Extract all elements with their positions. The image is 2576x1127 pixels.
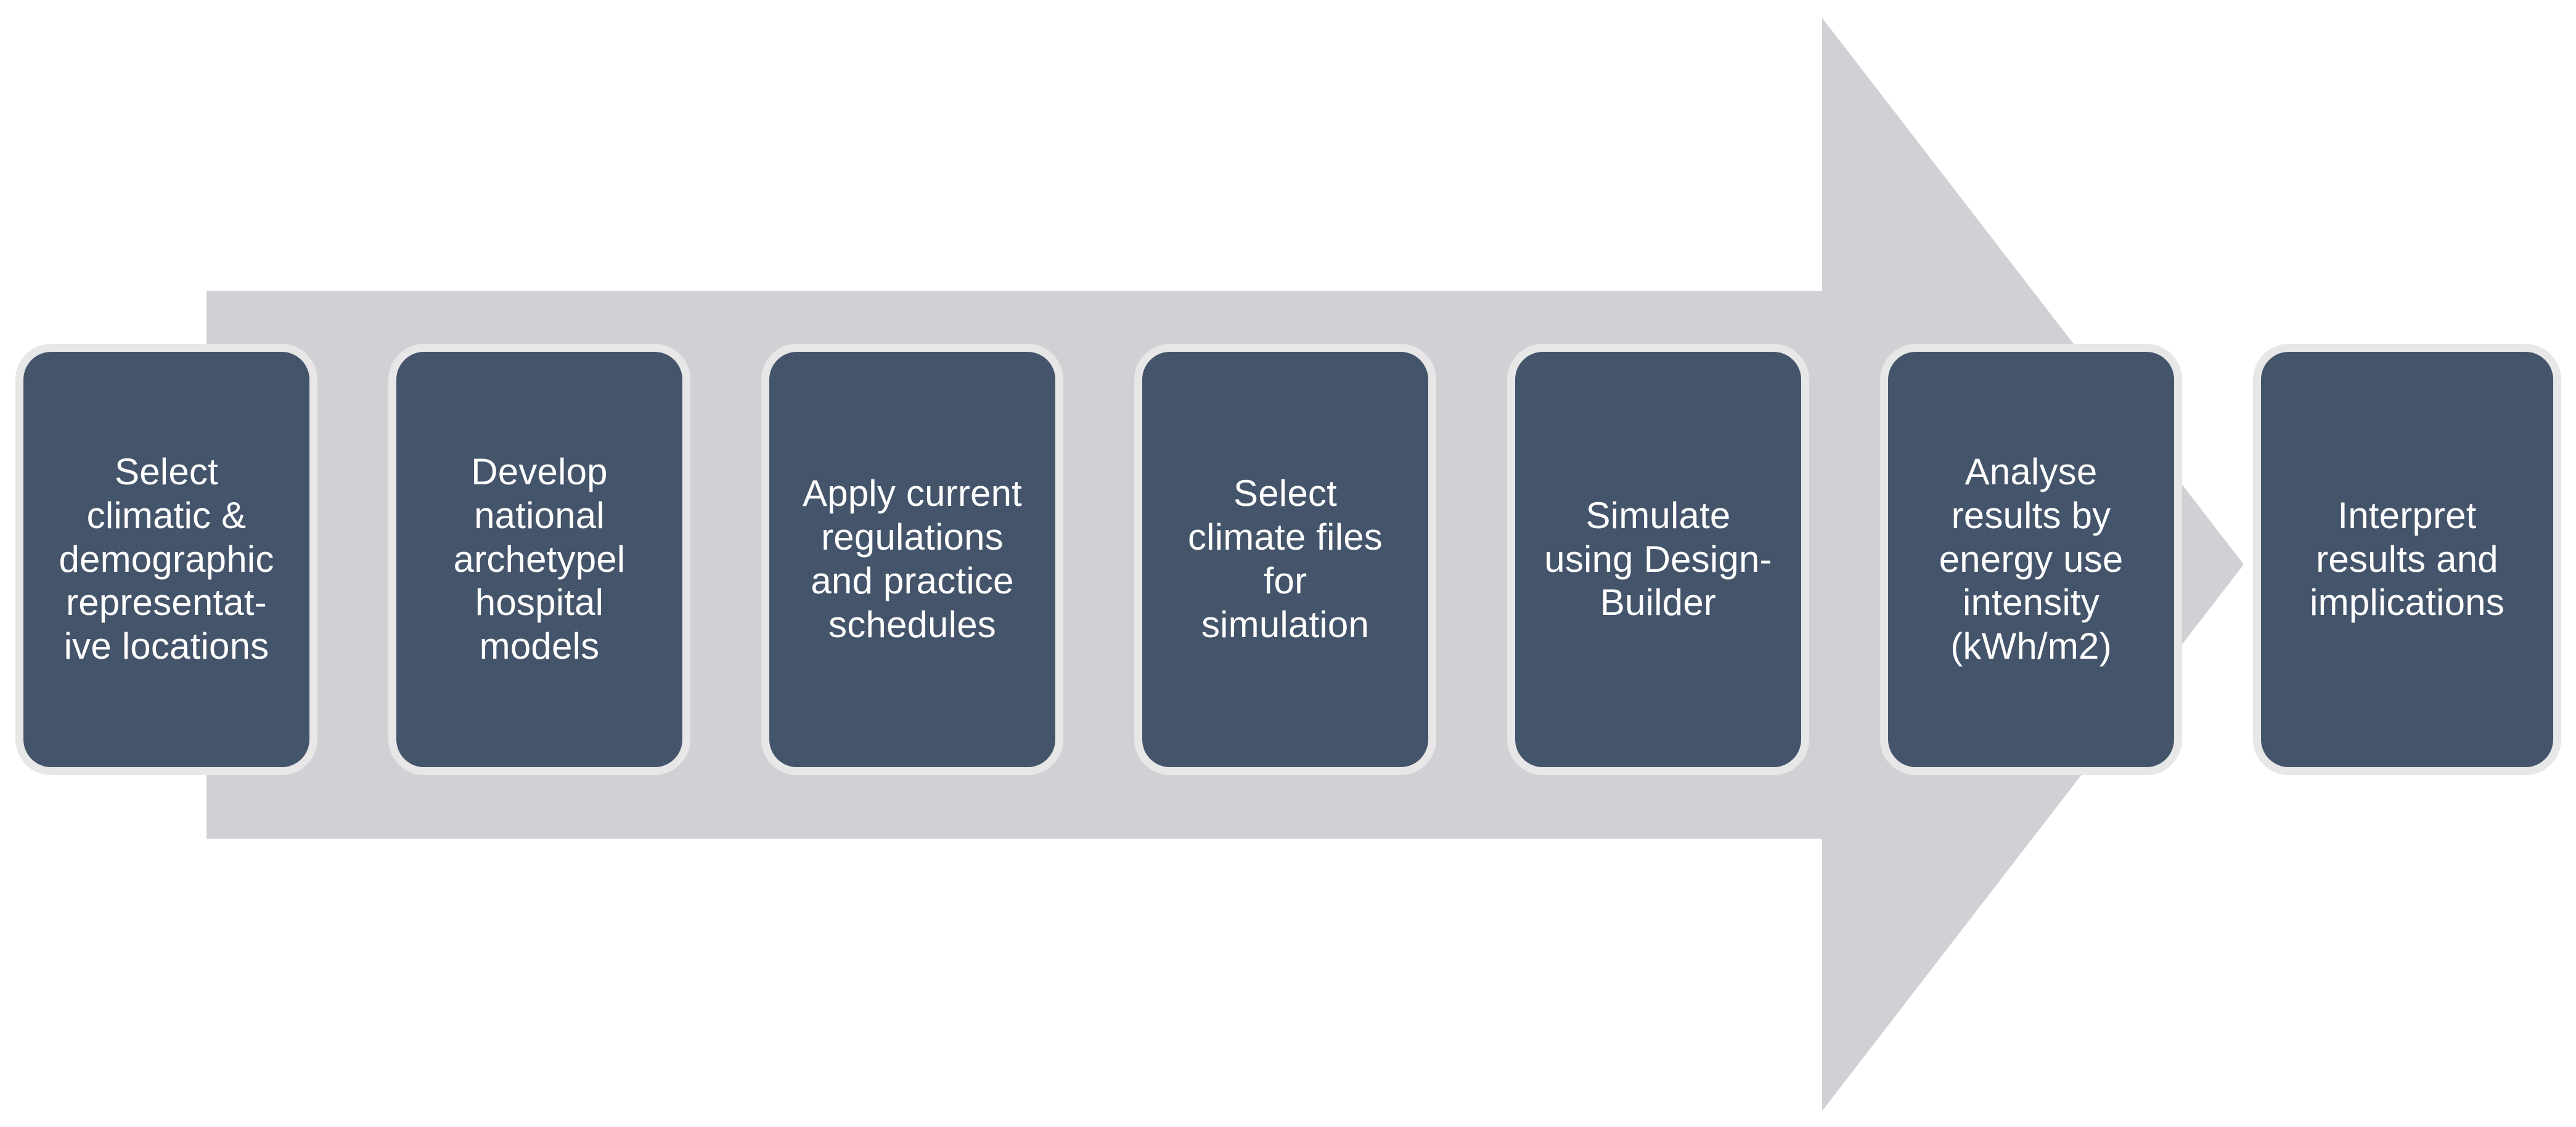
process-steps-row: Select climatic & demographic representa… [0, 344, 2576, 775]
process-step-3[interactable]: Apply current regulations and practice s… [761, 344, 1063, 775]
process-step-6-label: Analyse results by energy use intensity … [1939, 451, 2124, 667]
process-step-4[interactable]: Select climate files for simulation [1134, 344, 1436, 775]
process-step-1-label: Select climatic & demographic representa… [59, 451, 274, 667]
process-step-1[interactable]: Select climatic & demographic representa… [15, 344, 317, 775]
process-step-6[interactable]: Analyse results by energy use intensity … [1880, 344, 2182, 775]
process-step-7[interactable]: Interpret results and implications [2253, 344, 2561, 775]
process-step-5[interactable]: Simulate using Design- Builder [1507, 344, 1809, 775]
process-step-4-label: Select climate files for simulation [1187, 473, 1383, 645]
process-step-3-label: Apply current regulations and practice s… [802, 473, 1023, 645]
process-step-2-label: Develop national archetypel hospital mod… [453, 451, 626, 667]
process-step-5-label: Simulate using Design- Builder [1544, 494, 1772, 624]
process-step-2[interactable]: Develop national archetypel hospital mod… [388, 344, 690, 775]
process-step-7-label: Interpret results and implications [2310, 494, 2504, 624]
